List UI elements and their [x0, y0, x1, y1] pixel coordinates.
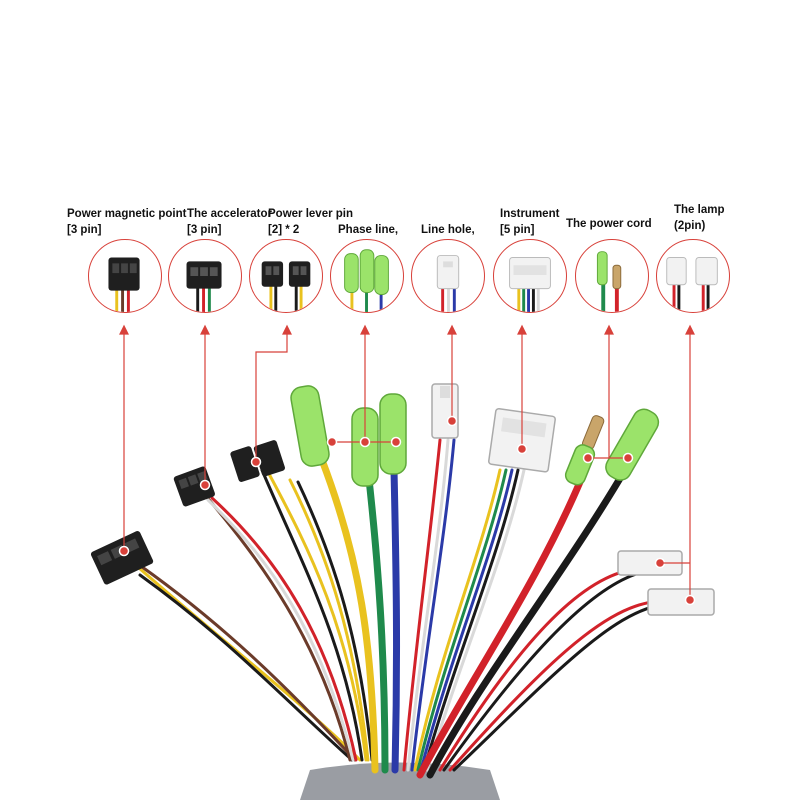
- connector-power-cord-sleeve: [605, 408, 660, 481]
- connector-3pin-black-icon: [108, 257, 140, 312]
- connector-lamp-2: [647, 588, 715, 616]
- label-accelerator: The accelerator [3 pin]: [187, 206, 272, 238]
- label-power-lever-pin-line1: Power lever pin: [268, 208, 354, 220]
- connector-power-lever-pin: [230, 440, 285, 482]
- label-lamp: The lamp (2pin): [674, 202, 724, 234]
- phase-sleeve-yellow: [290, 385, 330, 467]
- label-power-cord: The power cord: [566, 216, 652, 232]
- label-phase-line-line1: Phase line,: [338, 224, 399, 236]
- label-instrument: Instrument [5 pin]: [500, 206, 559, 238]
- label-line-hole: Line hole,: [421, 222, 475, 238]
- label-accelerator-line2: [3 pin]: [187, 224, 222, 236]
- label-instrument-line2: [5 pin]: [500, 224, 535, 236]
- connector-white-single-icon: [436, 255, 460, 312]
- controller-housing: [300, 762, 500, 800]
- phase-connectors-green-icon: [344, 249, 389, 312]
- wire-bundle: [123, 438, 658, 779]
- callout-line-hole: [411, 239, 485, 313]
- label-lamp-line1: The lamp: [674, 204, 725, 216]
- phase-sleeve-blue: [379, 393, 407, 475]
- callout-instrument: [493, 239, 567, 313]
- connector-2pin-white-icon: [666, 257, 718, 312]
- label-line-hole-line1: Line hole,: [421, 224, 475, 236]
- callout-pointers: [118, 324, 696, 606]
- label-power-cord-line1: The power cord: [566, 218, 652, 230]
- callout-accelerator: [168, 239, 242, 313]
- connector-power-magnetic-point: [90, 531, 154, 585]
- callout-phase-line: [330, 239, 404, 313]
- label-power-lever-pin: Power lever pin [2] * 2: [268, 206, 353, 238]
- callout-power-lever-pin: [249, 239, 323, 313]
- label-power-magnetic-point: Power magnetic point [3 pin]: [67, 206, 187, 238]
- label-accelerator-line1: The accelerator: [187, 208, 273, 220]
- connector-3pin-black-icon: [186, 261, 222, 312]
- label-lamp-line2: (2pin): [674, 220, 706, 232]
- label-power-magnetic-point-line1: Power magnetic point: [67, 208, 187, 220]
- label-phase-line: Phase line,: [338, 222, 398, 238]
- label-instrument-line1: Instrument: [500, 208, 560, 220]
- label-power-magnetic-point-line2: [3 pin]: [67, 224, 102, 236]
- callout-power-cord: [575, 239, 649, 313]
- callout-power-magnetic-point: [88, 239, 162, 313]
- callout-lamp: [656, 239, 730, 313]
- connector-2pin-pair-icon: [261, 261, 311, 312]
- power-cord-terminals-icon: [596, 251, 622, 312]
- label-power-lever-pin-line2: [2] * 2: [268, 224, 300, 236]
- connector-power-cord-bullet: [564, 415, 605, 486]
- connector-5pin-white-icon: [509, 257, 551, 312]
